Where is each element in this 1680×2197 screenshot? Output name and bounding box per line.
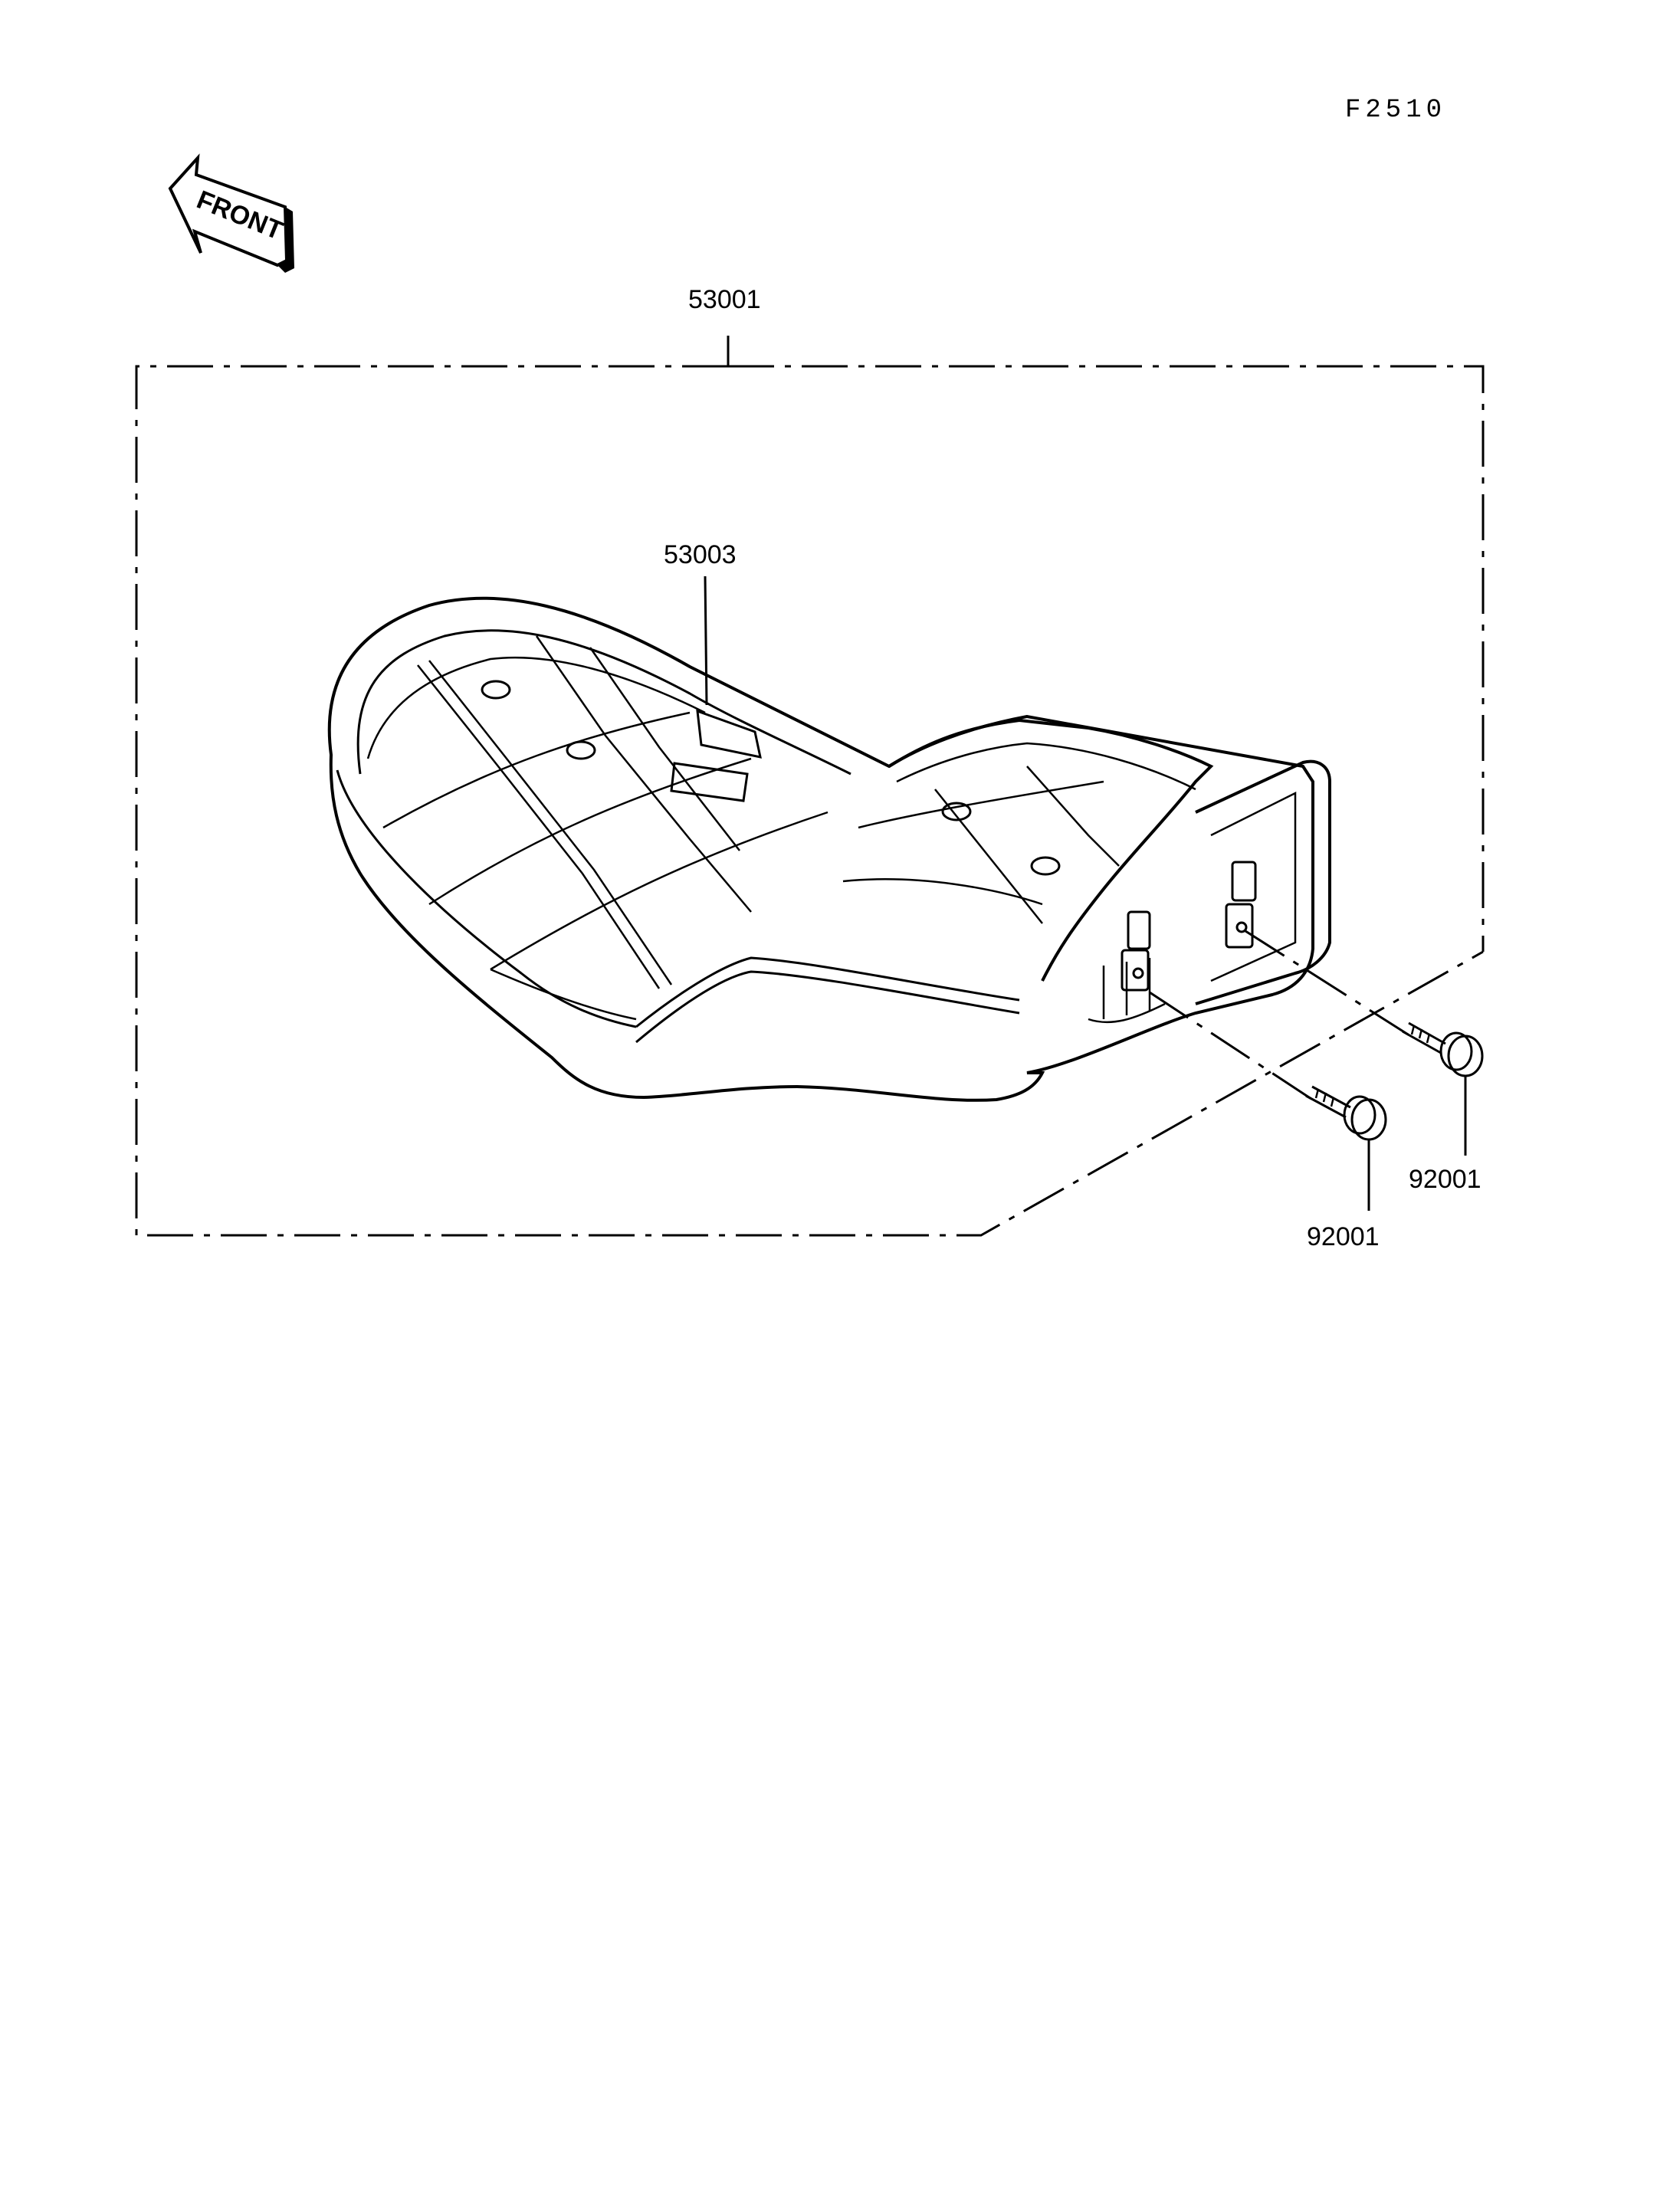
- bolt-right-icon: [1402, 1021, 1484, 1077]
- callout-92001-right: 92001: [1409, 1165, 1481, 1194]
- assembly-boundary: [135, 336, 1485, 1237]
- bolt-centerlines: [1149, 930, 1415, 1105]
- bolt-bottom-icon: [1305, 1085, 1387, 1141]
- callout-53003: 53003: [664, 540, 737, 569]
- figure-code: F2510: [1345, 96, 1446, 125]
- front-arrow-icon: FRONT: [168, 153, 294, 273]
- seat-drawing: [327, 596, 1331, 1102]
- callout-53001: 53001: [688, 285, 761, 314]
- leader-53003: [704, 575, 708, 706]
- callout-92001-bottom: 92001: [1307, 1222, 1380, 1251]
